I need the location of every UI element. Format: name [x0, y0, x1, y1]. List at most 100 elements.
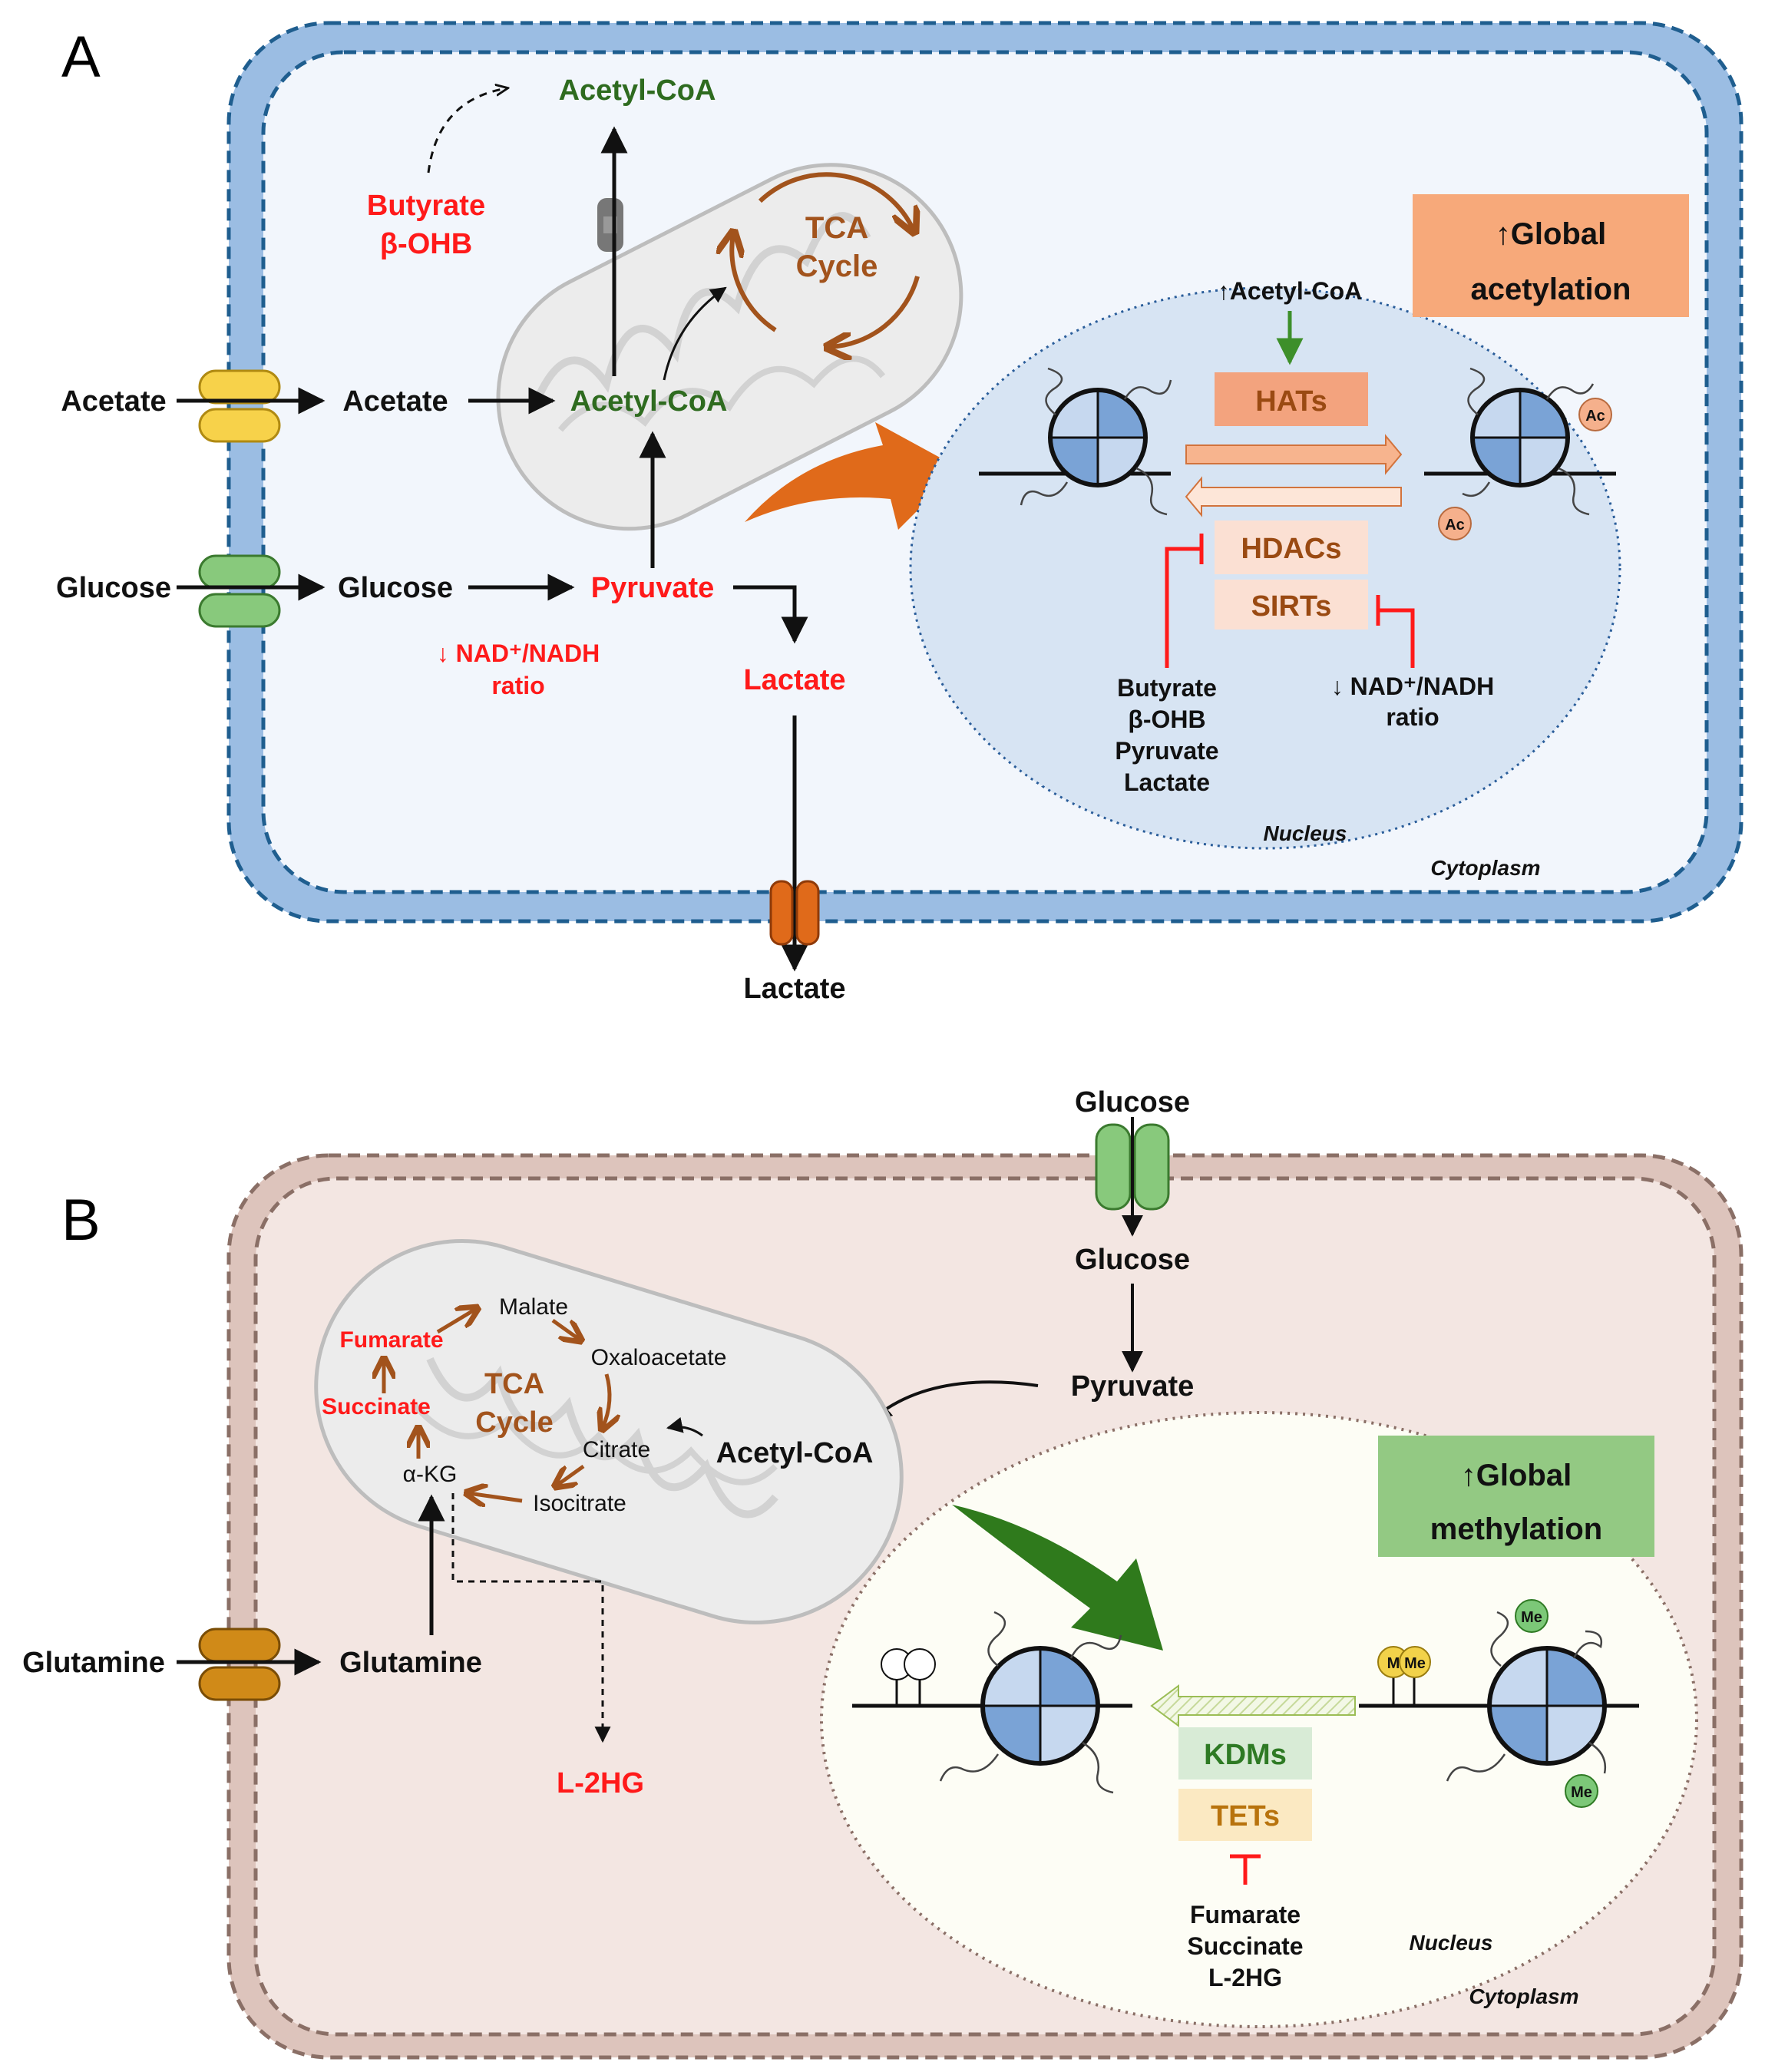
forward-arrow-acetylation [1185, 434, 1403, 475]
green-arrow-to-nucleus [952, 1505, 1163, 1651]
nucleus-b-label: Nucleus [1410, 1931, 1493, 1955]
kdms-box [1178, 1727, 1312, 1780]
tca-arrow-cit-iso [557, 1464, 585, 1485]
arrow-acetylcoa-to-tca [663, 286, 727, 381]
glucose-out-b-label: Glucose [1075, 1086, 1190, 1119]
nucleosome-b-right [1359, 1611, 1639, 1782]
kdms-label: KDMs [1204, 1739, 1287, 1771]
inhibitor-b-1: Fumarate [1190, 1901, 1301, 1928]
nad-ratio-a2-2: ratio [1386, 703, 1439, 731]
tca-label-a-2: Cycle [796, 249, 878, 283]
mito-carrier-icon [597, 198, 623, 252]
acetate-transporter-icon [198, 369, 281, 443]
glucose-in-label: Glucose [338, 572, 453, 604]
fumarate-label: Fumarate [339, 1327, 443, 1353]
butyrate-label: Butyrate [367, 190, 485, 222]
ac-badge-1: Ac [1578, 398, 1612, 431]
sirts-label: SIRTs [1251, 590, 1332, 623]
svg-text:M: M [1387, 1655, 1400, 1672]
tets-box [1178, 1789, 1312, 1841]
panel-a: A TCA Cycle Acetyl-CoA Butyrate β-O [56, 21, 1744, 1005]
cytoplasm-b-label: Cytoplasm [1469, 1984, 1578, 2008]
tets-label: TETs [1211, 1800, 1280, 1832]
me-badge-green-2: Me [1565, 1774, 1598, 1808]
acetylcoa-top-label: Acetyl-CoA [559, 74, 716, 107]
tca-arrow-oaa-cit [603, 1373, 610, 1428]
nucleosome-b-left [852, 1611, 1132, 1794]
acetylcoa-b-label: Acetyl-CoA [716, 1437, 874, 1469]
tca-cycle-a: TCA Cycle [732, 172, 917, 347]
global-methylation-box [1378, 1436, 1654, 1557]
orange-arrow-to-nucleus [745, 422, 960, 530]
lactate-out-label: Lactate [743, 973, 845, 1005]
akg-label: α-KG [403, 1462, 458, 1487]
me-badge-green-1: Me [1515, 1599, 1549, 1633]
isocitrate-label: Isocitrate [533, 1491, 626, 1516]
inhibitor-a-2: β-OHB [1128, 706, 1205, 733]
arrow-acetylcoa-to-citrate [666, 1417, 703, 1437]
svg-text:Me: Me [1404, 1655, 1426, 1672]
nad-ratio-a2-1: ↓ NAD⁺/NADH [1331, 672, 1494, 700]
global-methylation-2: methylation [1430, 1512, 1602, 1546]
inhibitor-b-2: Succinate [1187, 1932, 1303, 1960]
glutamine-in-label: Glutamine [339, 1647, 482, 1679]
tca-label-a-1: TCA [805, 211, 868, 245]
tca-label-b-1: TCA [484, 1368, 544, 1400]
succinate-label: Succinate [322, 1394, 431, 1419]
svg-text:Me: Me [1521, 1609, 1542, 1626]
inhibitor-a-4: Lactate [1124, 768, 1210, 796]
up-acetylcoa-label: ↑Acetyl-CoA [1218, 277, 1362, 305]
citrate-label: Citrate [583, 1437, 650, 1462]
glucose-transporter-b-icon [1095, 1123, 1170, 1211]
global-acetylation-1: ↑Global [1496, 217, 1606, 251]
glutamine-out-label: Glutamine [22, 1647, 165, 1679]
lactate-transporter-icon [769, 880, 820, 946]
hats-label: HATs [1255, 385, 1327, 418]
hats-box [1215, 372, 1368, 426]
dashed-arrow-butyrate [427, 88, 507, 173]
demethylation-arrow [1150, 1684, 1356, 1727]
panel-b-letter: B [61, 1188, 101, 1253]
global-methylation-1: ↑Global [1461, 1459, 1572, 1492]
tca-arrow-iso-akg [468, 1493, 523, 1501]
global-acetylation-2: acetylation [1471, 273, 1631, 306]
acetate-out-label: Acetate [61, 385, 166, 418]
inhibition-hdacs [1165, 547, 1201, 668]
reverse-arrow-deacetylation [1185, 476, 1402, 517]
dashed-arrow-akg-to-l2hg [451, 1493, 611, 1743]
nad-ratio-a-2: ratio [491, 672, 544, 699]
ac-badge-2: Ac [1438, 507, 1472, 540]
tca-arrow-mal-oaa [551, 1318, 580, 1340]
nad-ratio-a-1: ↓ NAD⁺/NADH [437, 639, 600, 667]
malate-label: Malate [499, 1294, 568, 1320]
acetate-in-label: Acetate [342, 385, 448, 418]
panel-b: B Glucose Glucose Pyruvate Malate Fumara… [22, 1086, 1744, 2060]
global-acetylation-box [1413, 194, 1689, 317]
inhibitor-b-3: L-2HG [1208, 1964, 1282, 1991]
inhibitor-a-3: Pyruvate [1115, 737, 1218, 765]
cytoplasm-a-label: Cytoplasm [1430, 856, 1540, 880]
pyruvate-b-label: Pyruvate [1071, 1370, 1195, 1403]
acetylcoa-mito-label: Acetyl-CoA [570, 385, 728, 418]
mitochondrion-a [496, 163, 963, 531]
tca-label-b-2: Cycle [475, 1406, 553, 1439]
svg-text:Me: Me [1571, 1784, 1592, 1801]
lactate-label: Lactate [743, 664, 845, 696]
l2hg-label: L-2HG [557, 1767, 644, 1799]
panel-a-letter: A [61, 25, 101, 90]
nucleosome-a-left [979, 367, 1172, 516]
inhibitor-a-1: Butyrate [1117, 674, 1217, 702]
hdacs-label: HDACs [1241, 533, 1342, 565]
glucose-transporter-icon [198, 554, 281, 628]
bohb-label: β-OHB [380, 228, 472, 260]
glucose-in-b-label: Glucose [1075, 1244, 1190, 1276]
glucose-out-label: Glucose [56, 572, 171, 604]
tca-arrow-fum-mal [436, 1309, 476, 1334]
nucleosome-a-right [1424, 367, 1616, 516]
glutamine-transporter-icon [198, 1628, 281, 1701]
svg-text:Ac: Ac [1585, 408, 1605, 425]
oxaloacetate-label: Oxaloacetate [591, 1345, 727, 1370]
me-badge-yellow: Me [1399, 1646, 1431, 1678]
nucleus-a-label: Nucleus [1264, 821, 1347, 845]
